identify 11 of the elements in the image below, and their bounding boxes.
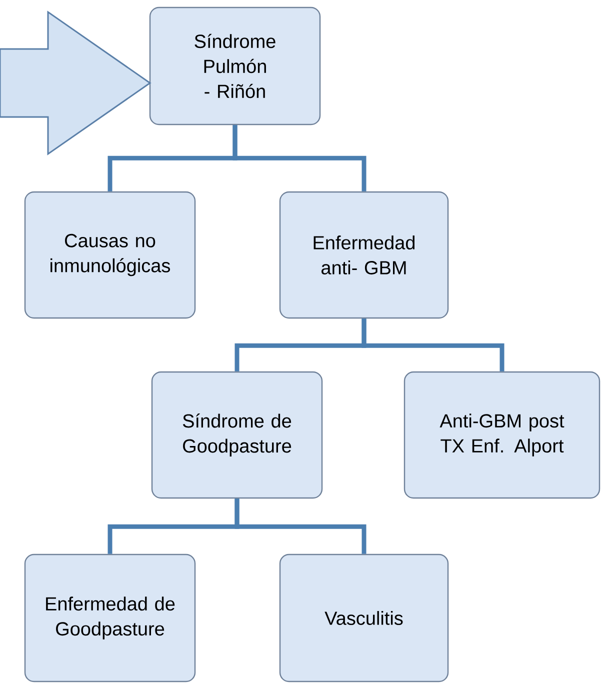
connector-line (232, 125, 366, 192)
process-box: Anti-GBM post TX Enf. Alport (404, 371, 600, 499)
connector-line (234, 498, 366, 554)
process-box: Enfermedad anti- GBM (279, 191, 449, 319)
process-box: Enfermedad de Goodpasture (24, 554, 196, 682)
process-box: Causas no inmunológicas (24, 191, 196, 319)
process-box: Síndrome Pulmón - Riñón (149, 6, 321, 126)
connector-line (362, 318, 504, 372)
process-box: Síndrome de Goodpasture (151, 371, 323, 499)
process-box: Vasculitis (279, 554, 449, 682)
block-arrow (0, 10, 152, 156)
